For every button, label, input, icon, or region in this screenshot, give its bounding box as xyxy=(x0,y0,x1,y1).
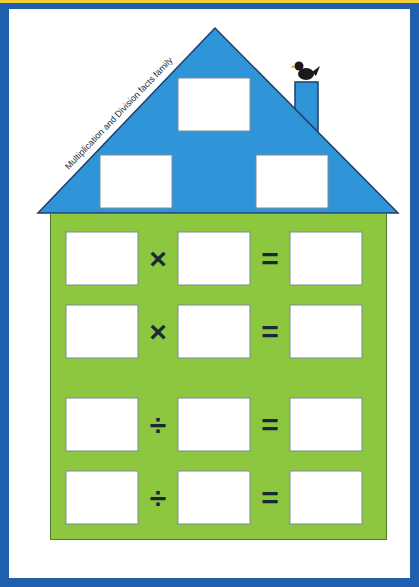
number-box xyxy=(178,398,250,451)
number-box xyxy=(178,471,250,524)
number-box xyxy=(178,305,250,358)
body-boxes xyxy=(51,214,388,541)
equals-sign: = xyxy=(261,408,279,441)
number-box xyxy=(178,232,250,285)
number-box xyxy=(290,232,362,285)
white-ground xyxy=(9,9,410,578)
equals-sign: = xyxy=(261,481,279,514)
number-box xyxy=(66,305,138,358)
bird-head xyxy=(295,62,304,71)
number-box xyxy=(290,471,362,524)
answer-box xyxy=(100,155,172,208)
answer-box xyxy=(256,155,328,208)
roof-shape: Multiplication and Division facts family xyxy=(30,22,406,216)
number-box xyxy=(66,232,138,285)
bird xyxy=(290,62,320,81)
house-body: × = × = ÷ = ÷ = xyxy=(50,213,387,540)
roof-outline xyxy=(30,22,406,216)
equals-sign: = xyxy=(261,242,279,275)
number-box xyxy=(290,398,362,451)
operation-sign: ÷ xyxy=(150,481,166,514)
bird-beak xyxy=(290,65,295,68)
number-box xyxy=(290,305,362,358)
number-box xyxy=(66,398,138,451)
answer-box xyxy=(178,78,250,131)
yellow-strip xyxy=(0,0,419,3)
operation-sign: ÷ xyxy=(150,408,166,441)
operation-sign: × xyxy=(149,315,167,348)
roof-triangle xyxy=(38,28,398,213)
equals-sign: = xyxy=(261,315,279,348)
number-box xyxy=(66,471,138,524)
bird-tail xyxy=(312,66,320,76)
operation-sign: × xyxy=(149,242,167,275)
